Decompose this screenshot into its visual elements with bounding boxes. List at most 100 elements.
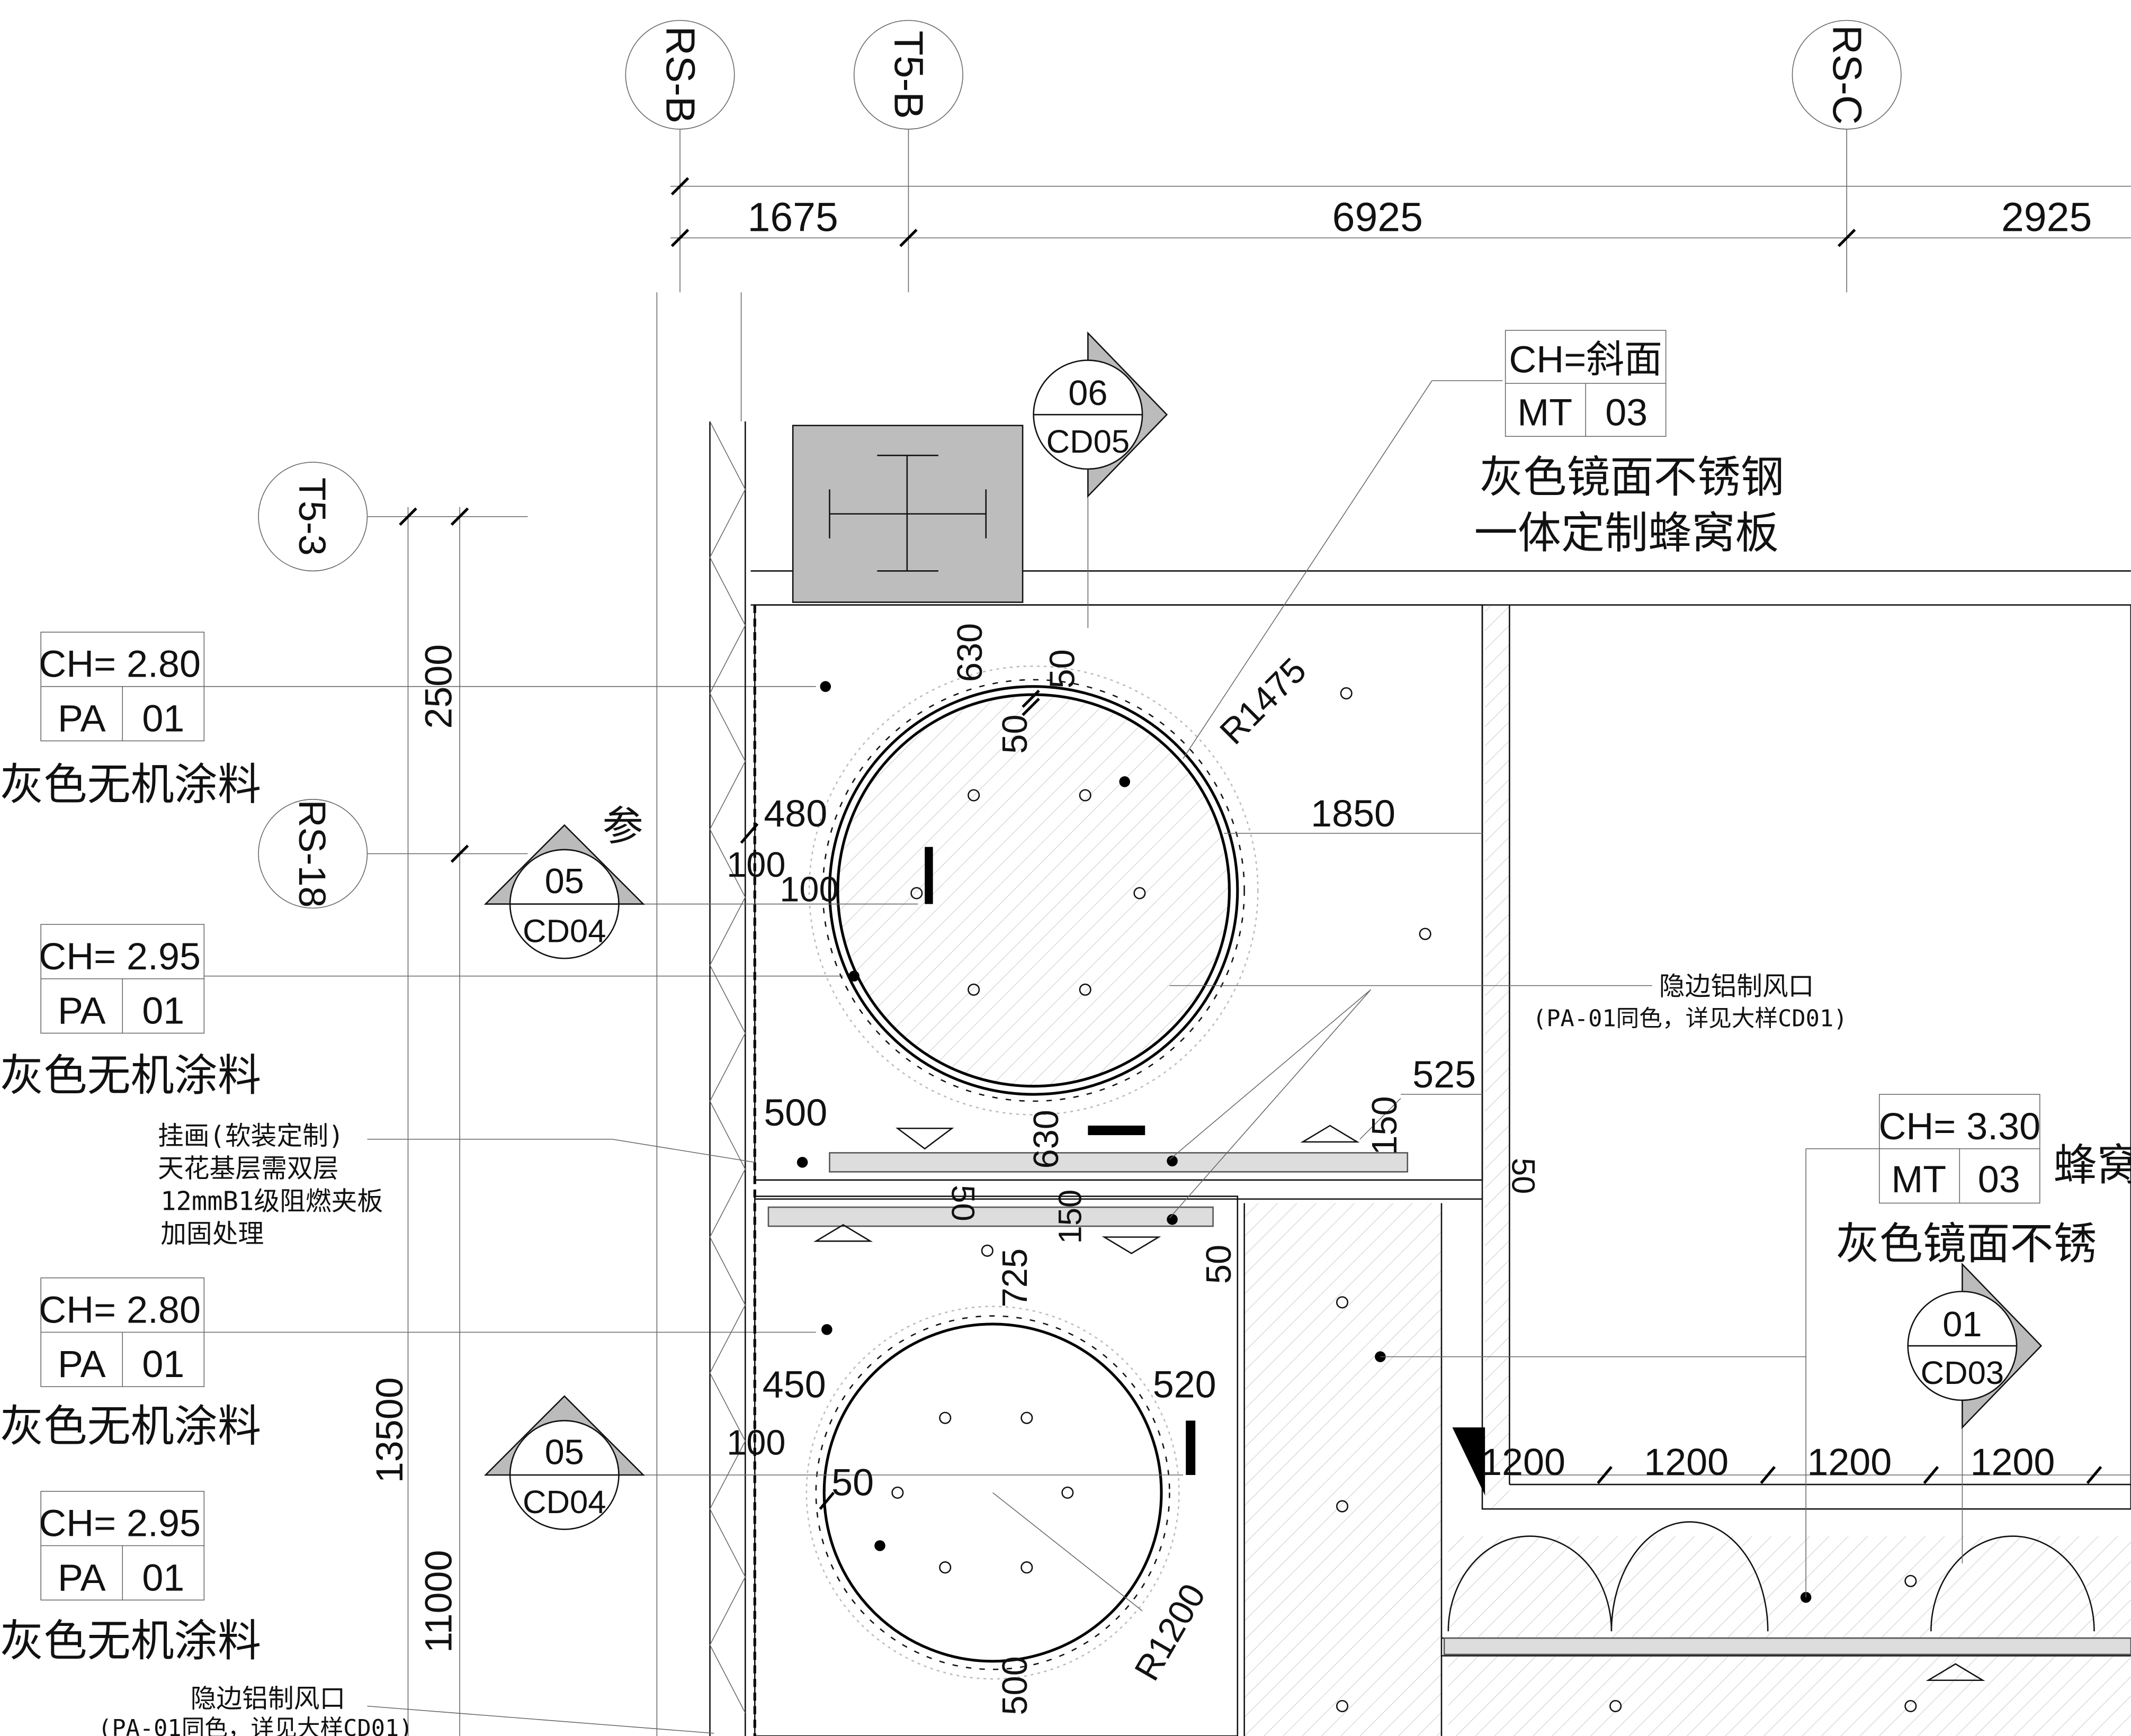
section-marker: 05 CD04 参 (483, 803, 645, 959)
material-number: 03 (1978, 1158, 2020, 1201)
room-right (1481, 604, 2131, 1510)
material-description: 灰色无机涂料 (0, 1050, 261, 1101)
grid-label: RS-C (1824, 25, 1869, 124)
dimension-label: 50 (1199, 1245, 1239, 1284)
material-number: 01 (142, 990, 184, 1032)
dimension-label: 11000 (418, 1550, 460, 1653)
material-tag-right: CH= 3.30 MT 03 蜂窝 灰色镜面不锈 (1836, 1094, 2131, 1270)
painting-note: 挂画(软装定制) (158, 1121, 344, 1151)
marker-sheet: CD04 (523, 913, 606, 949)
vent-note: 隐边铝制风口 (191, 1684, 346, 1714)
material-number: 01 (142, 1557, 184, 1599)
marker-sheet: CD04 (523, 1484, 606, 1521)
dimension-label: 1200 (1644, 1441, 1729, 1483)
material-number: 03 (1605, 392, 1648, 434)
dimension-label: 100 (780, 870, 838, 909)
marker-sheet: CD05 (1046, 424, 1130, 460)
dimension-label: 500 (764, 1092, 827, 1134)
dimension-label: 50 (945, 1185, 981, 1221)
material-description: 一体定制蜂窝板 (1474, 508, 1779, 559)
dimension-label: 1200 (1970, 1441, 2055, 1483)
marker-sheet: CD03 (1921, 1355, 2004, 1391)
dimension-label: 1200 (1807, 1441, 1892, 1483)
material-code: PA (58, 1343, 106, 1386)
vent-note: (PA-01同色，详见大样CD01) (1533, 1005, 1848, 1032)
grid-label: T5-B (886, 31, 932, 119)
grid-label: T5-3 (291, 478, 333, 556)
linear-vent (767, 1206, 1214, 1227)
material-code: PA (58, 990, 106, 1032)
material-tag-top: CH=斜面 MT 03 灰色镜面不锈钢 一体定制蜂窝板 (1474, 330, 1784, 559)
dimension-label: 1675 (747, 195, 838, 240)
vent-note: (PA-01同色，详见大样CD01) (98, 1715, 413, 1736)
dimension-label: 520 (1153, 1364, 1216, 1406)
painting-note: 12mmB1级阻燃夹板 (160, 1186, 383, 1216)
material-code: MT (1517, 392, 1572, 434)
ceiling-height: CH= 2.80 (39, 643, 201, 686)
dimension-label: 1200 (1481, 1441, 1565, 1483)
dimension-label: 100 (727, 845, 785, 885)
dimension-label: 13500 (369, 1377, 411, 1483)
walls (656, 292, 2131, 1736)
painting-note: 天花基层需双层 (158, 1154, 338, 1184)
left-grid-axes: T5-3 RS-18 2500 13500 11000 (258, 462, 528, 1736)
dimension-label: 50 (1043, 649, 1082, 688)
circular-ceiling-feature-lower (805, 1306, 1180, 1680)
ceiling-height: CH= 2.95 (39, 936, 201, 978)
dimension-label: 630 (951, 623, 990, 682)
ceiling-tag: CH= 2.80 PA 01 灰色无机涂料 (0, 632, 816, 810)
linear-vent (829, 1152, 1409, 1173)
marker-number: 06 (1068, 374, 1107, 413)
dimension-label: 500 (996, 1656, 1035, 1715)
painting-note: 加固处理 (160, 1219, 264, 1249)
ceiling-height: CH= 3.30 (1878, 1105, 2040, 1148)
ceiling-tag: CH= 2.95 PA 01 灰色无机涂料 (0, 924, 844, 1101)
top-grid-axes: RS-B T5-B RS-C 1675 6925 2925 (625, 20, 2131, 293)
dimension-label: 50 (996, 714, 1035, 753)
material-description: 灰色无机涂料 (0, 760, 261, 810)
vent-note: 隐边铝制风口 (1659, 972, 1814, 1002)
dimension-label: 725 (996, 1248, 1035, 1307)
section-marker: 05 CD04 (483, 1395, 645, 1530)
material-description: 蜂窝 (2053, 1140, 2131, 1191)
ceiling-height: CH= 2.80 (39, 1289, 201, 1331)
ceiling-tag: CH= 2.95 PA 01 灰色无机涂料 (0, 1491, 261, 1667)
dimension-label: R1200 (1127, 1577, 1213, 1687)
dimension-label: 525 (1412, 1054, 1476, 1096)
annotation-notes: 隐边铝制风口 (PA-01同色，详见大样CD01) 挂画(软装定制) 天花基层需… (98, 972, 1847, 1736)
linear-vent (1443, 1637, 2131, 1656)
material-number: 01 (142, 697, 184, 740)
material-code: PA (58, 1557, 106, 1599)
ceiling-tag: CH= 2.80 PA 01 灰色无机涂料 (0, 1277, 816, 1452)
material-code: MT (1891, 1158, 1946, 1201)
dimension-label: 480 (764, 793, 827, 835)
ceiling-height: CH=斜面 (1509, 339, 1662, 381)
material-description: 灰色无机涂料 (0, 1401, 261, 1452)
structural-column (792, 425, 1024, 603)
ceiling-height: CH= 2.95 (39, 1503, 201, 1545)
dimension-label: R1475 (1213, 651, 1314, 752)
section-marker: 01 CD03 (1907, 1262, 2043, 1429)
section-marker: 06 CD05 (1033, 331, 1168, 498)
material-number: 01 (142, 1343, 184, 1386)
dimension-label: 450 (763, 1364, 826, 1406)
material-code: PA (58, 697, 106, 740)
dimension-label: 50 (831, 1462, 874, 1504)
material-description: 灰色无机涂料 (0, 1616, 261, 1667)
dimension-label: 6925 (1332, 195, 1423, 240)
leader-lines (367, 380, 2131, 1734)
material-description: 灰色镜面不锈 (1836, 1219, 2097, 1270)
grid-label: RS-B (657, 26, 703, 123)
marker-number: 05 (545, 1433, 584, 1472)
reference-note: 参 (603, 803, 643, 850)
dimension-label: 50 (1505, 1158, 1542, 1194)
marker-number: 05 (545, 862, 584, 901)
marker-number: 01 (1942, 1305, 1982, 1344)
fixtures (767, 681, 2131, 1713)
dimension-label: 1850 (1311, 793, 1395, 835)
room-lower (754, 1195, 1239, 1736)
dimension-label: 2925 (2001, 195, 2092, 240)
dimension-label: 150 (1052, 1190, 1089, 1244)
dimension-label: 100 (727, 1423, 785, 1462)
